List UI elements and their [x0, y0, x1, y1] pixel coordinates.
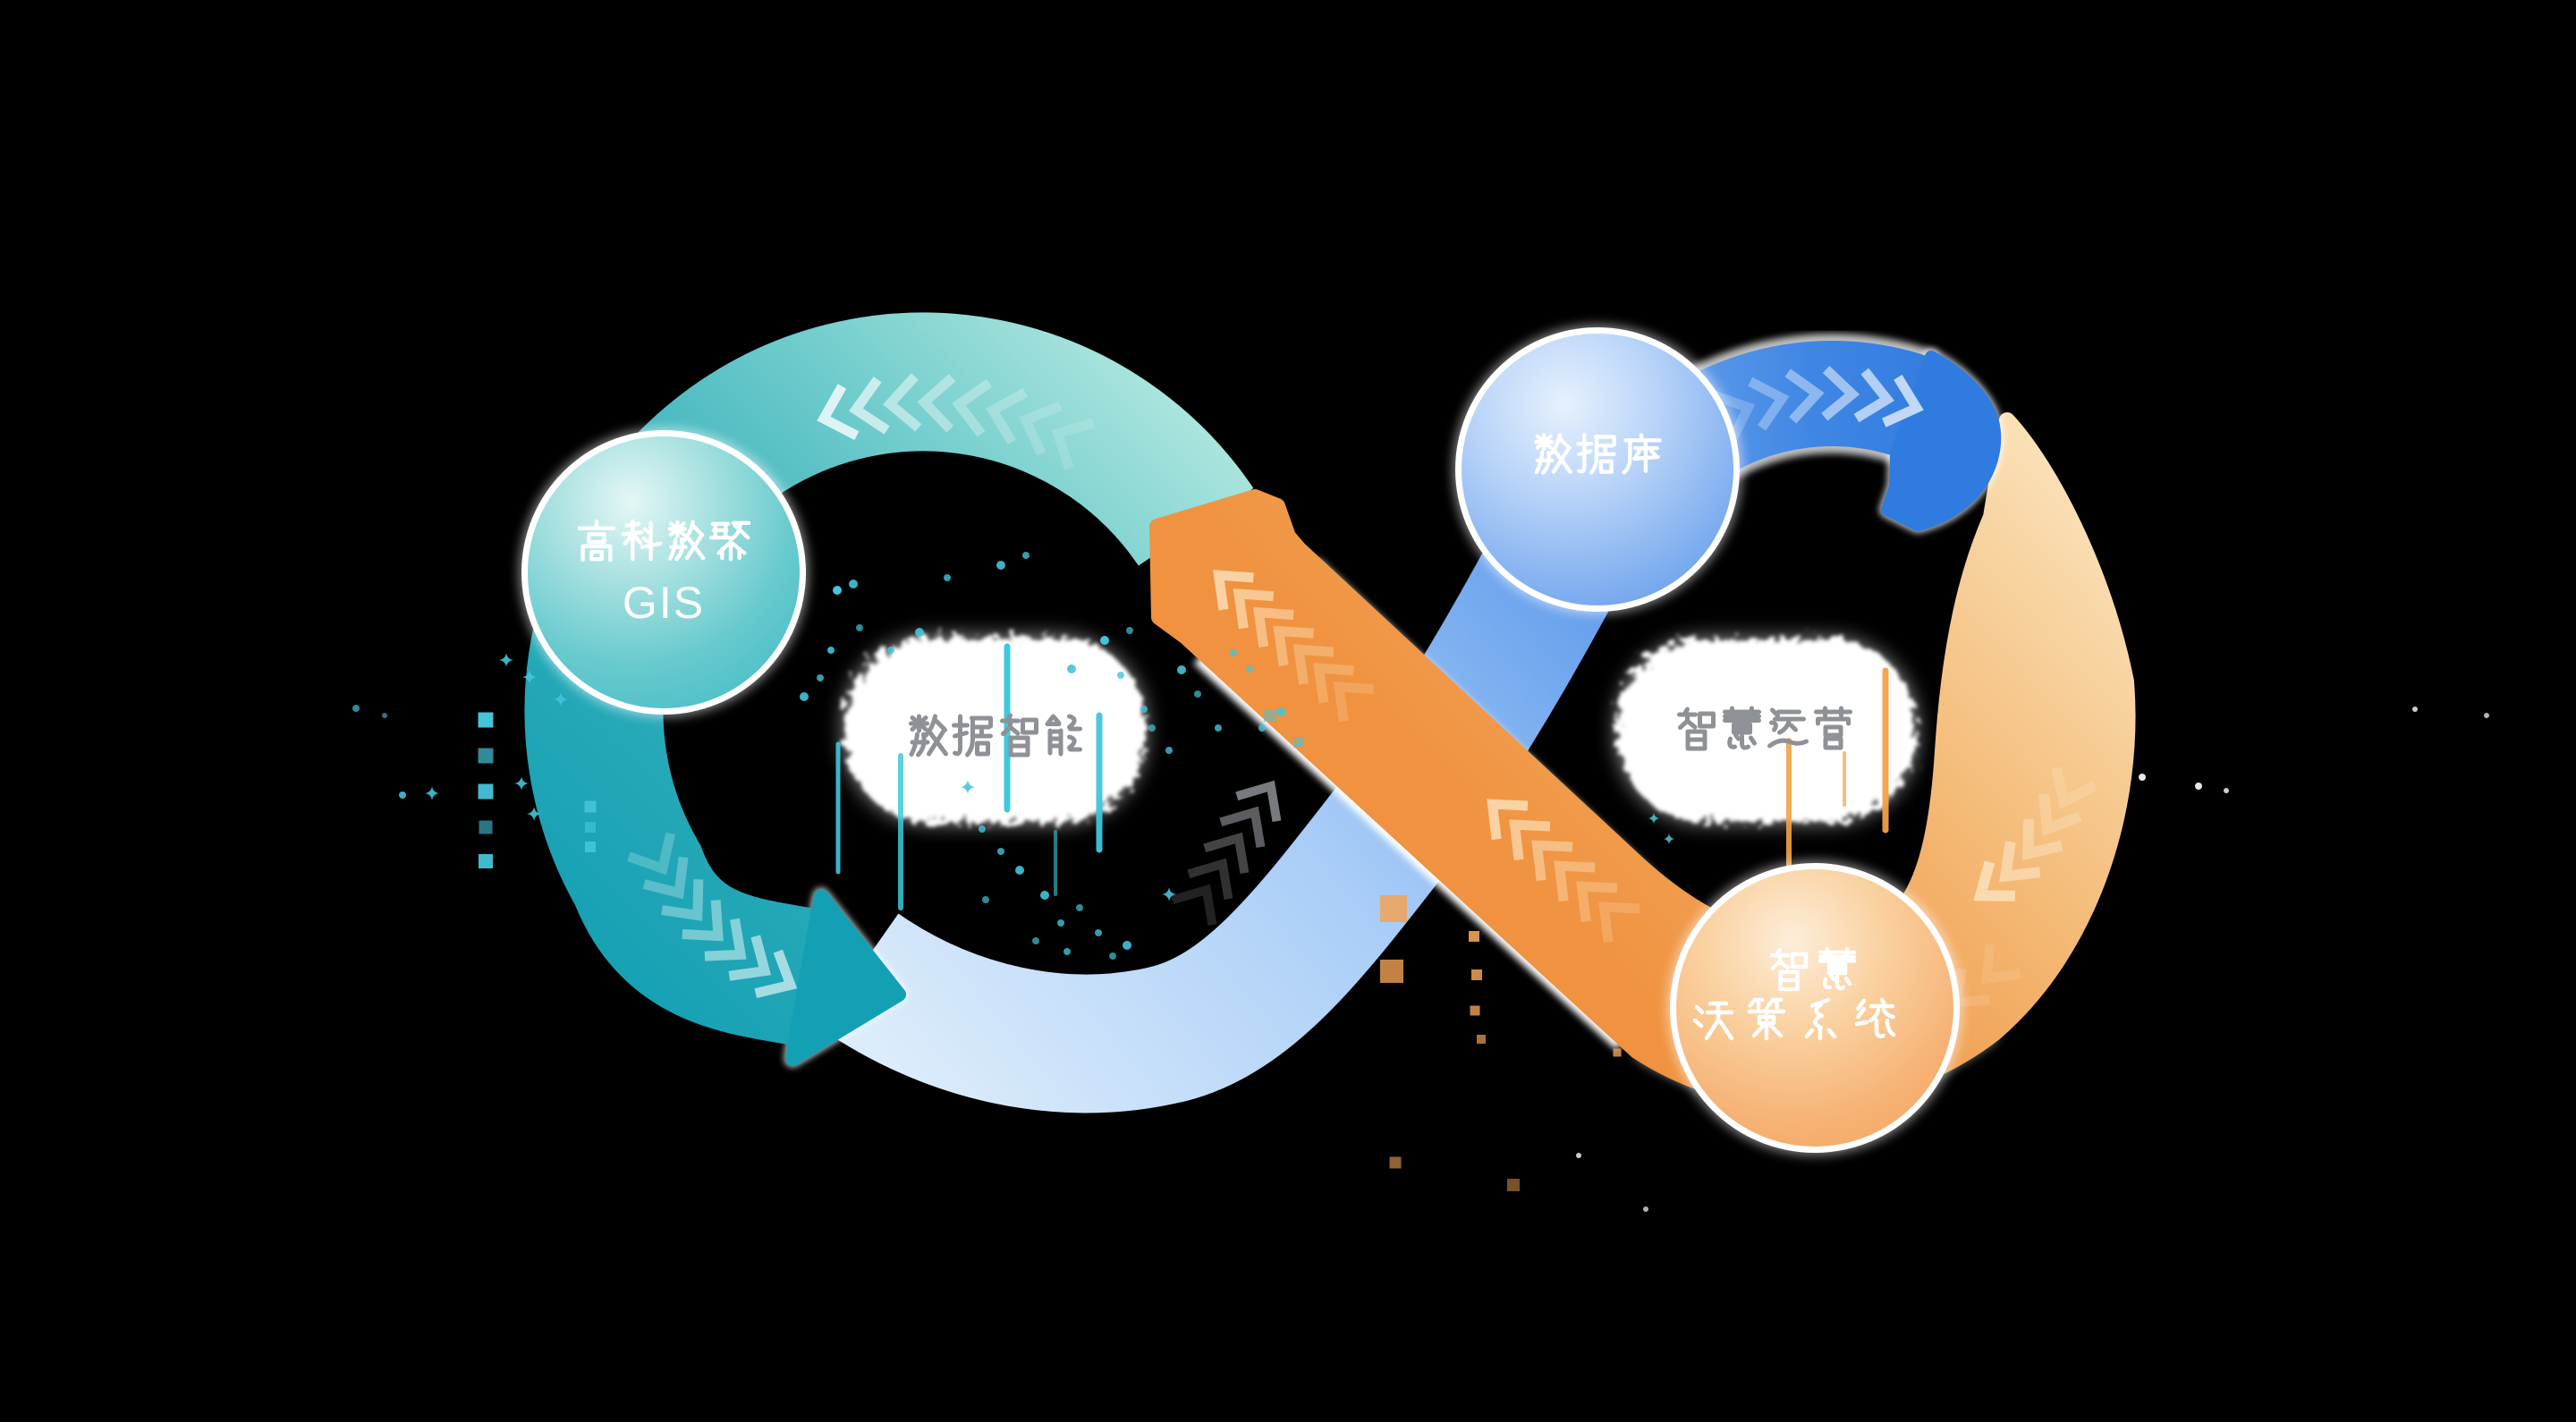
svg-text:GIS: GIS [623, 578, 705, 628]
